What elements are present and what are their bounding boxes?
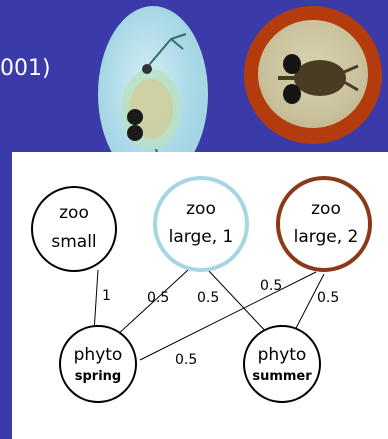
node-zoo-large-1-line1: zoo: [186, 199, 216, 219]
edge-label-zs-ps: 1: [102, 288, 111, 304]
node-zoo-small: zoo small: [32, 187, 116, 271]
edge-label-zl1-ps: 0.5: [147, 290, 169, 306]
node-phyto-spring-line2: spring: [75, 369, 121, 384]
node-phyto-summer-line1: phyto: [258, 345, 307, 365]
node-zoo-large-2: zoo large, 2: [278, 178, 370, 270]
edge-label-ps-pu-mid: 0.5: [175, 352, 197, 368]
node-zoo-large-1: zoo large, 1: [155, 178, 247, 270]
node-zoo-large-1-line2: large, 1: [169, 227, 234, 247]
edge-zoo-small-phyto-spring: [94, 270, 98, 332]
food-web-diagram: 1 0.5 0.5 0.5 0.5 0.5 zoo small zoo larg…: [12, 152, 388, 439]
edge-label-zl2-pu: 0.5: [317, 290, 339, 306]
node-phyto-summer-line2: summer: [252, 369, 312, 384]
node-zoo-small-line1: zoo: [59, 203, 89, 223]
node-zoo-large-2-line2: large, 2: [294, 227, 359, 247]
copepod-photo: [244, 6, 382, 144]
node-zoo-large-2-line1: zoo: [311, 199, 341, 219]
node-zoo-small-line2: small: [51, 232, 96, 252]
edge-label-zl1-pu: 0.5: [197, 290, 219, 306]
edge-label-zl2-ps: 0.5: [260, 278, 282, 294]
node-phyto-spring: phyto spring: [60, 326, 136, 402]
copepod-illustration: [258, 20, 368, 128]
node-phyto-spring-line1: phyto: [74, 345, 123, 365]
diagram-panel: 1 0.5 0.5 0.5 0.5 0.5 zoo small zoo larg…: [12, 152, 388, 439]
citation-text: 001): [0, 56, 51, 81]
node-phyto-summer: phyto summer: [244, 326, 320, 402]
